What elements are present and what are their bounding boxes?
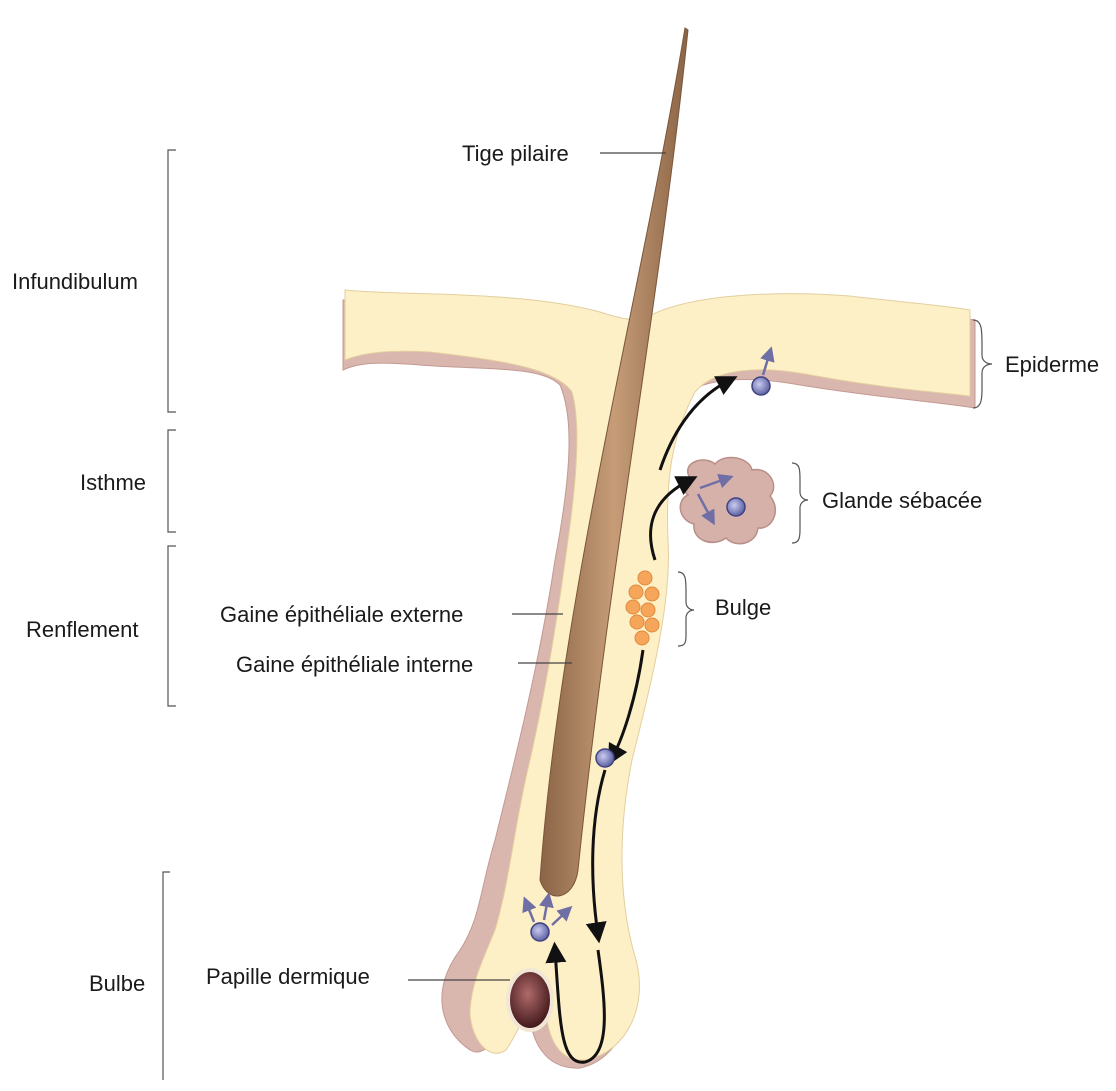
label-tige-pilaire: Tige pilaire bbox=[462, 141, 569, 166]
dermal-papilla bbox=[508, 970, 552, 1030]
label-gaine-externe: Gaine épithéliale externe bbox=[220, 602, 463, 627]
sebaceous-gland bbox=[680, 457, 775, 543]
label-bulge: Bulge bbox=[715, 595, 771, 620]
label-infundibulum: Infundibulum bbox=[12, 269, 138, 294]
label-bulbe: Bulbe bbox=[89, 971, 145, 996]
label-epiderme: Epiderme bbox=[1005, 352, 1099, 377]
label-glande-sebacee: Glande sébacée bbox=[822, 488, 982, 513]
region-brackets bbox=[163, 150, 176, 1080]
label-gaine-interne: Gaine épithéliale interne bbox=[236, 652, 473, 677]
label-papille-dermique: Papille dermique bbox=[206, 964, 370, 989]
label-renflement: Renflement bbox=[26, 617, 139, 642]
label-isthme: Isthme bbox=[80, 470, 146, 495]
